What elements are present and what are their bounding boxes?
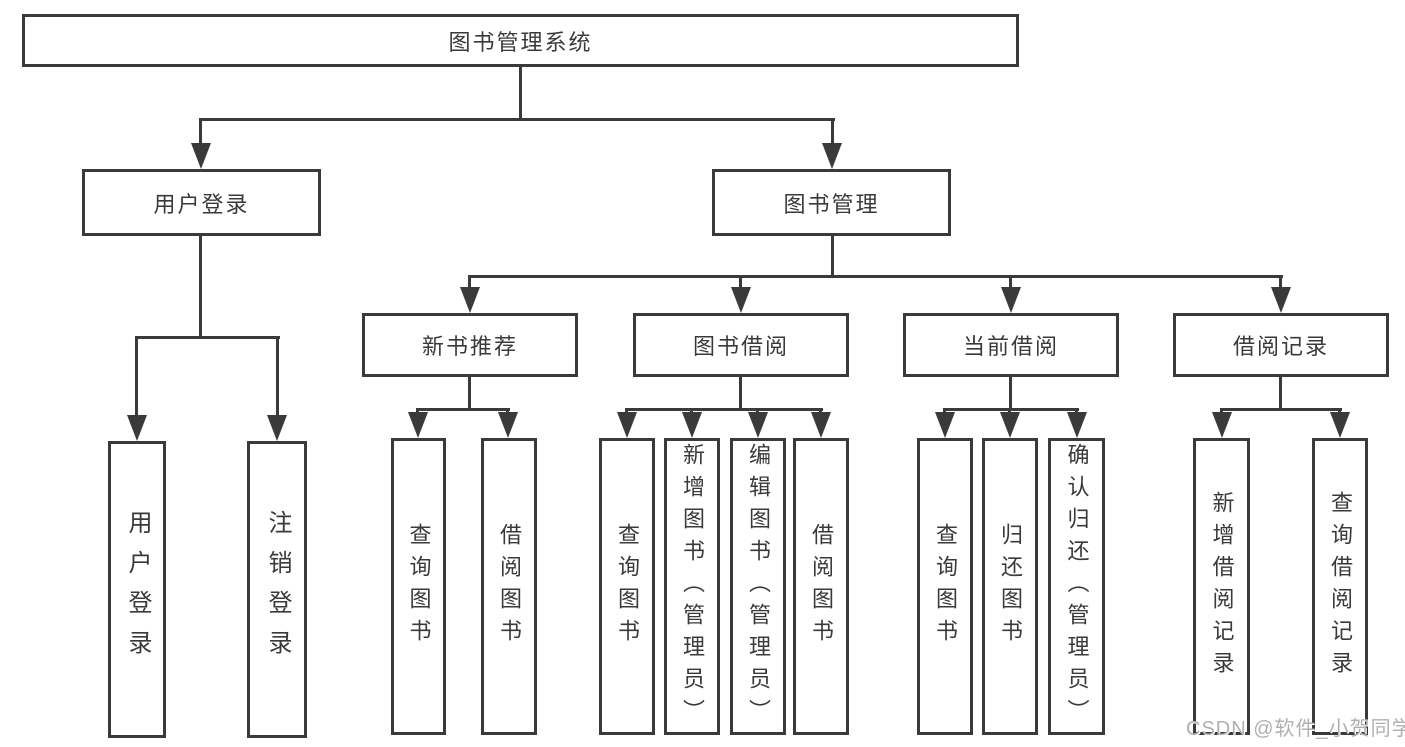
leaf-logout: 注销登录 bbox=[247, 441, 307, 738]
csdn-watermark: CSDN @软件_小贺同学 bbox=[1186, 718, 1405, 740]
connector-module-stem bbox=[1279, 377, 1282, 411]
arrow-down-icon bbox=[1271, 287, 1291, 313]
arrow-stem bbox=[468, 275, 471, 291]
arrow-stem bbox=[135, 336, 138, 418]
arrow-down-icon bbox=[1212, 412, 1232, 438]
arrow-down-icon bbox=[460, 287, 480, 313]
connector-root-branch bbox=[199, 118, 835, 121]
connector-module-stem bbox=[1009, 377, 1012, 411]
arrow-down-icon bbox=[1000, 412, 1020, 438]
node-user-login: 用户登录 bbox=[82, 169, 321, 236]
node-borrow-records: 借阅记录 bbox=[1173, 313, 1389, 377]
arrow-down-icon bbox=[1067, 412, 1087, 438]
connector-root-stem bbox=[519, 67, 522, 120]
arrow-stem bbox=[199, 118, 202, 146]
leaf-query-books: 查询图书 bbox=[917, 438, 973, 735]
arrow-down-icon bbox=[811, 412, 831, 438]
arrow-stem bbox=[1279, 275, 1282, 291]
arrow-down-icon bbox=[935, 412, 955, 438]
leaf-query-books: 查询图书 bbox=[391, 438, 446, 735]
arrow-down-icon bbox=[191, 143, 211, 169]
node-label: 图书管理系统 bbox=[448, 29, 593, 55]
leaf-borrow-books: 借阅图书 bbox=[793, 438, 849, 735]
node-label: 图书管理 bbox=[783, 191, 880, 217]
node-book-management: 图书管理 bbox=[712, 169, 951, 236]
node-new-book-recommend: 新书推荐 bbox=[362, 313, 578, 377]
connector-module-branch bbox=[416, 408, 510, 411]
arrow-stem bbox=[1009, 275, 1012, 291]
leaf-return-books: 归还图书 bbox=[982, 438, 1038, 735]
leaf-borrow-books: 借阅图书 bbox=[481, 438, 537, 735]
arrow-stem bbox=[831, 118, 834, 146]
leaf-add-borrow-record: 新增借阅记录 bbox=[1193, 438, 1250, 735]
arrow-down-icon bbox=[1330, 412, 1350, 438]
arrow-stem bbox=[739, 275, 742, 291]
leaf-edit-books-admin: 编辑图书（管理员） bbox=[730, 438, 786, 735]
node-label: 图书借阅 bbox=[692, 334, 789, 359]
arrow-down-icon bbox=[498, 412, 518, 438]
node-label: 当前借阅 bbox=[962, 334, 1059, 359]
connector-module-stem bbox=[739, 377, 742, 411]
leaf-confirm-return-admin: 确认归还（管理员） bbox=[1048, 438, 1105, 735]
node-label: 新书推荐 bbox=[421, 334, 518, 359]
arrow-down-icon bbox=[822, 143, 842, 169]
arrow-stem bbox=[276, 336, 279, 418]
connector-module-branch bbox=[625, 408, 823, 411]
node-library-management-system: 图书管理系统 bbox=[22, 14, 1019, 67]
connector-management-branch bbox=[468, 275, 1283, 278]
node-label: 用户登录 bbox=[153, 191, 250, 217]
arrow-down-icon bbox=[731, 287, 751, 313]
connector-module-branch bbox=[1220, 408, 1342, 411]
node-label: 借阅记录 bbox=[1232, 334, 1329, 359]
leaf-user-login: 用户登录 bbox=[108, 441, 166, 738]
arrow-down-icon bbox=[617, 412, 637, 438]
arrow-down-icon bbox=[127, 415, 147, 441]
connector-user-stem bbox=[199, 234, 202, 339]
connector-module-stem bbox=[468, 377, 471, 411]
arrow-down-icon bbox=[267, 415, 287, 441]
leaf-query-books: 查询图书 bbox=[599, 438, 655, 735]
node-current-borrow: 当前借阅 bbox=[903, 313, 1119, 377]
arrow-down-icon bbox=[1001, 287, 1021, 313]
arrow-down-icon bbox=[408, 412, 428, 438]
leaf-add-books-admin: 新增图书（管理员） bbox=[664, 438, 720, 735]
connector-user-branch bbox=[135, 336, 280, 339]
arrow-down-icon bbox=[748, 412, 768, 438]
node-book-borrow: 图书借阅 bbox=[633, 313, 849, 377]
leaf-query-borrow-record: 查询借阅记录 bbox=[1312, 438, 1368, 735]
connector-module-branch bbox=[943, 408, 1079, 411]
connector-management-stem bbox=[831, 234, 834, 278]
arrow-down-icon bbox=[682, 412, 702, 438]
